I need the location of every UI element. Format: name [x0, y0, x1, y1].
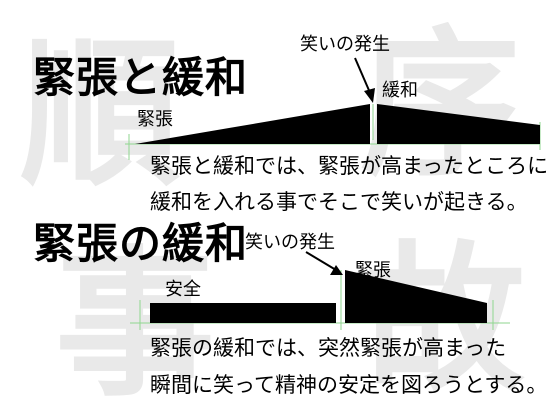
- section2-line-2: 瞬間に笑って精神の安定を図ろうとする。: [150, 373, 548, 397]
- release-wedge: [377, 104, 540, 144]
- section2-shapes: [130, 251, 510, 330]
- section2-title: 緊張の緩和: [33, 219, 249, 268]
- section1-label-release: 緩和: [382, 80, 418, 101]
- tension-wedge: [135, 104, 370, 144]
- section2-annotation: 笑いの発生: [245, 232, 335, 253]
- section1-line-1: 緊張と緩和では、緊張が高まったところに: [150, 154, 549, 178]
- section1-arrow-head: [364, 88, 375, 103]
- section1-arrow-line: [354, 57, 372, 96]
- watermark-char-1: 順: [20, 21, 181, 208]
- safety-bar: [150, 303, 336, 323]
- section1-line-2: 緩和を入れる事でそこで笑いが起きる。: [150, 190, 528, 214]
- section2-line-1: 緊張の緩和では、突然緊張が高まった: [150, 336, 507, 360]
- section2-arrow-head: [330, 265, 343, 275]
- section2-arrow-line: [305, 251, 337, 271]
- section2-label-tension: 緊張: [355, 260, 391, 281]
- watermark-char-2: 序: [360, 11, 521, 198]
- section1-annotation: 笑いの発生: [300, 34, 390, 55]
- section1-title: 緊張と緩和: [33, 53, 249, 102]
- watermark-char-3: 事: [55, 231, 216, 418]
- section2-label-safety: 安全: [165, 279, 201, 300]
- section1-shapes: [125, 57, 541, 160]
- tension-block: [345, 270, 487, 323]
- section1-label-tension: 緊張: [137, 109, 173, 130]
